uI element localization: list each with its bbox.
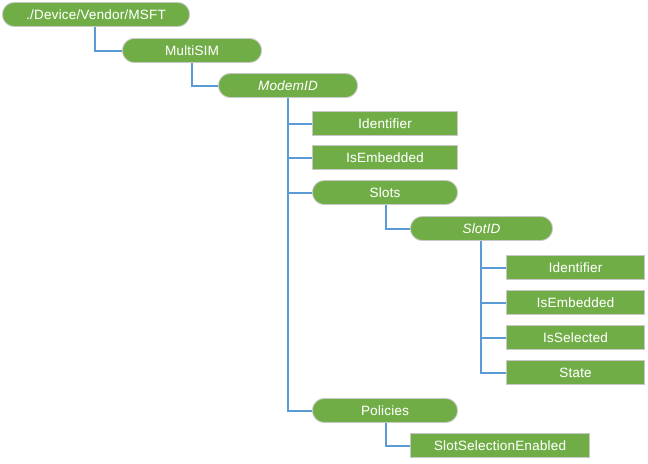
node-label: Identifier — [358, 115, 412, 131]
node-label: IsEmbedded — [346, 149, 424, 165]
node-root[interactable]: ./Device/Vendor/MSFT — [2, 2, 190, 27]
connector-slotid-to-slot-isembedded — [480, 241, 506, 304]
connector-slotid-to-slot-isselected — [480, 241, 506, 339]
node-slot-identifier[interactable]: Identifier — [506, 255, 645, 280]
connector-modemid-to-policies — [287, 98, 312, 412]
node-label: MultiSIM — [164, 42, 220, 58]
node-slotselectionenabled[interactable]: SlotSelectionEnabled — [410, 433, 590, 458]
node-modem-identifier[interactable]: Identifier — [312, 111, 458, 136]
connector-slotid-to-slot-state — [480, 241, 506, 374]
node-slots[interactable]: Slots — [312, 180, 458, 205]
connector-modemid-to-modem-isembedded — [287, 98, 312, 159]
connector-multisim-to-modemid — [191, 63, 218, 87]
connector-policies-to-slotselectionenabled — [385, 423, 410, 447]
connector-root-to-multisim — [94, 27, 122, 52]
node-label: SlotID — [462, 220, 501, 236]
node-slotid[interactable]: SlotID — [410, 216, 553, 241]
node-label: Identifier — [548, 259, 603, 275]
node-label: IsSelected — [542, 329, 609, 345]
connector-modemid-to-modem-identifier — [287, 98, 312, 125]
node-label: Slots — [369, 184, 401, 200]
connector-slotid-to-slot-identifier — [480, 241, 506, 269]
node-slot-isselected[interactable]: IsSelected — [506, 325, 645, 350]
node-slot-isembedded[interactable]: IsEmbedded — [506, 290, 645, 315]
node-label: State — [559, 364, 592, 380]
node-modemid[interactable]: ModemID — [218, 73, 358, 98]
node-label: ./Device/Vendor/MSFT — [26, 6, 166, 22]
node-label: IsEmbedded — [536, 294, 615, 310]
node-label: ModemID — [258, 77, 318, 93]
node-label: SlotSelectionEnabled — [433, 437, 567, 453]
node-slot-state[interactable]: State — [506, 360, 645, 385]
connector-slots-to-slotid — [385, 205, 410, 230]
node-multisim[interactable]: MultiSIM — [122, 38, 262, 63]
node-label: Policies — [360, 402, 410, 418]
node-modem-isembedded[interactable]: IsEmbedded — [312, 145, 458, 170]
node-policies[interactable]: Policies — [312, 398, 458, 423]
connector-modemid-to-slots — [287, 98, 312, 194]
